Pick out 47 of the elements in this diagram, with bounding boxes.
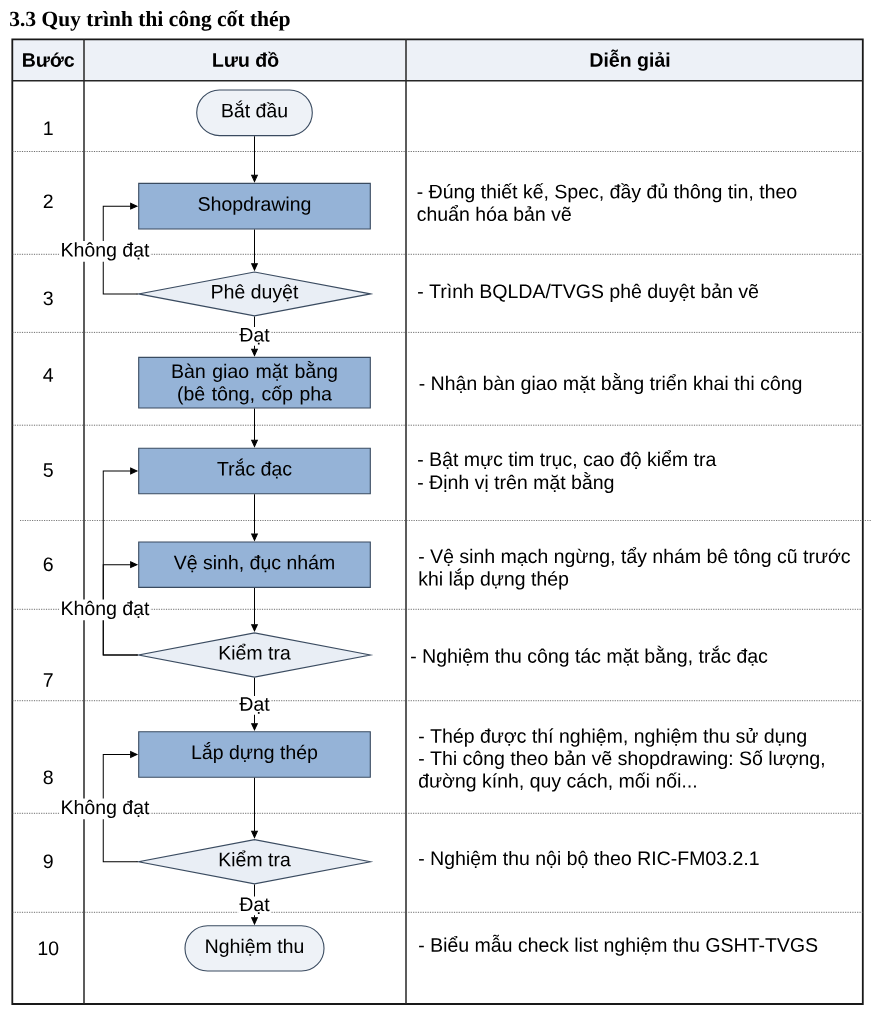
arrow [251, 135, 258, 183]
step-number: 9 [43, 854, 53, 869]
edge-label: Đạt [238, 696, 271, 715]
step-number: 4 [43, 368, 54, 382]
arrow [251, 229, 258, 271]
step-number: 10 [38, 941, 59, 956]
edge-label: Đạt [238, 896, 271, 916]
header-cell: Diễn giải [406, 39, 863, 81]
description-text: - Định vị trên mặt bằng [418, 472, 614, 494]
edge-label: Không đạt [59, 599, 151, 621]
description-text: - Thép được thí nghiệm, nghiệm thu sử dụng [419, 728, 806, 747]
description-text: - Vệ sinh mạch ngừng, tẩy nhám bê tông cũ trước khi lắp dựng thép [419, 547, 850, 590]
loop-arrow [102, 202, 139, 295]
header-cell: Bước [12, 39, 84, 81]
step-number: 1 [44, 121, 53, 135]
step-number: 3 [43, 291, 53, 306]
process-box: Vệ sinh, đục nhám [138, 541, 371, 588]
description-text: - Biểu mẫu check list nghiệm thu GSHT-TVGS [419, 934, 818, 956]
description-text: - Bật mực tim trục, cao độ kiểm tra [418, 450, 717, 469]
description-text: - Nhận bàn giao mặt bằng triển khai thi công [419, 373, 802, 395]
edge-label: Đạt [238, 326, 271, 346]
loop-arrow [102, 561, 139, 656]
loop-arrow [102, 751, 139, 863]
step-number: 7 [43, 673, 53, 687]
process-box: Lắp dựng thép [138, 731, 371, 778]
description-text: - Nghiệm thu công tác mặt bằng, trắc đạc [411, 645, 768, 667]
title: 3.3 Quy trình thi công cốt thép [10, 10, 290, 31]
edge-label: Không đạt [59, 241, 151, 262]
step-number: 6 [43, 557, 53, 572]
description-text: - Thi công theo bản vẽ shopdrawing: Số lượng, đường kính, quy cách, mối nối... [419, 750, 824, 792]
arrow [251, 777, 258, 839]
process-box: Trắc đạc [138, 447, 371, 495]
arrow [251, 493, 258, 541]
rounded-terminal: Nghiệm thu [184, 925, 325, 972]
step-number: 2 [43, 194, 53, 208]
description-text: - Trình BQLDA/TVGS phê duyệt bản vẽ [418, 283, 759, 303]
process-box: Shopdrawing [138, 182, 371, 230]
edge-label: Không đạt [59, 798, 151, 820]
arrow [251, 408, 258, 447]
rounded-terminal: Bắt đầu [196, 89, 313, 137]
description-text: - Nghiệm thu nội bộ theo RIC-FM03.2.1 [419, 850, 759, 870]
arrow [251, 677, 258, 731]
arrow [251, 587, 258, 632]
step-number: 8 [43, 770, 53, 785]
description-text: - Đúng thiết kế, Spec, đầy đủ thông tin, theo chuẩn hóa bản vẽ [417, 183, 797, 221]
step-number: 5 [43, 463, 53, 477]
process-box: Bàn giao mặt bằng (bê tông, cốp pha [138, 356, 371, 409]
